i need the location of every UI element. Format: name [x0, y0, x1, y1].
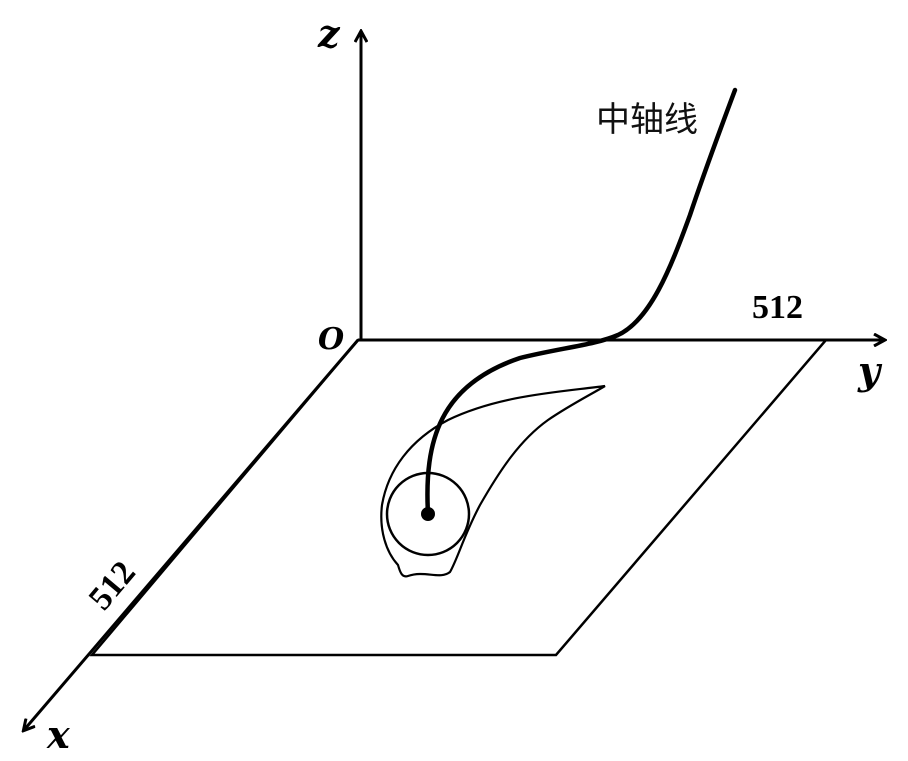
x-axis-label: x [46, 712, 71, 757]
x-extent-label: 512 [82, 554, 143, 617]
cross-section-outline [380, 384, 606, 578]
center-point [421, 507, 435, 521]
origin-label: O [318, 322, 344, 357]
y-axis-label: y [857, 348, 883, 393]
z-axis-label: z [317, 11, 341, 56]
y-extent-label: 512 [752, 289, 803, 326]
base-plane [89, 338, 829, 657]
medial-axis-label: 中轴线 [596, 100, 698, 140]
medial-axis-curve [425, 87, 738, 517]
x-axis [24, 339, 360, 730]
